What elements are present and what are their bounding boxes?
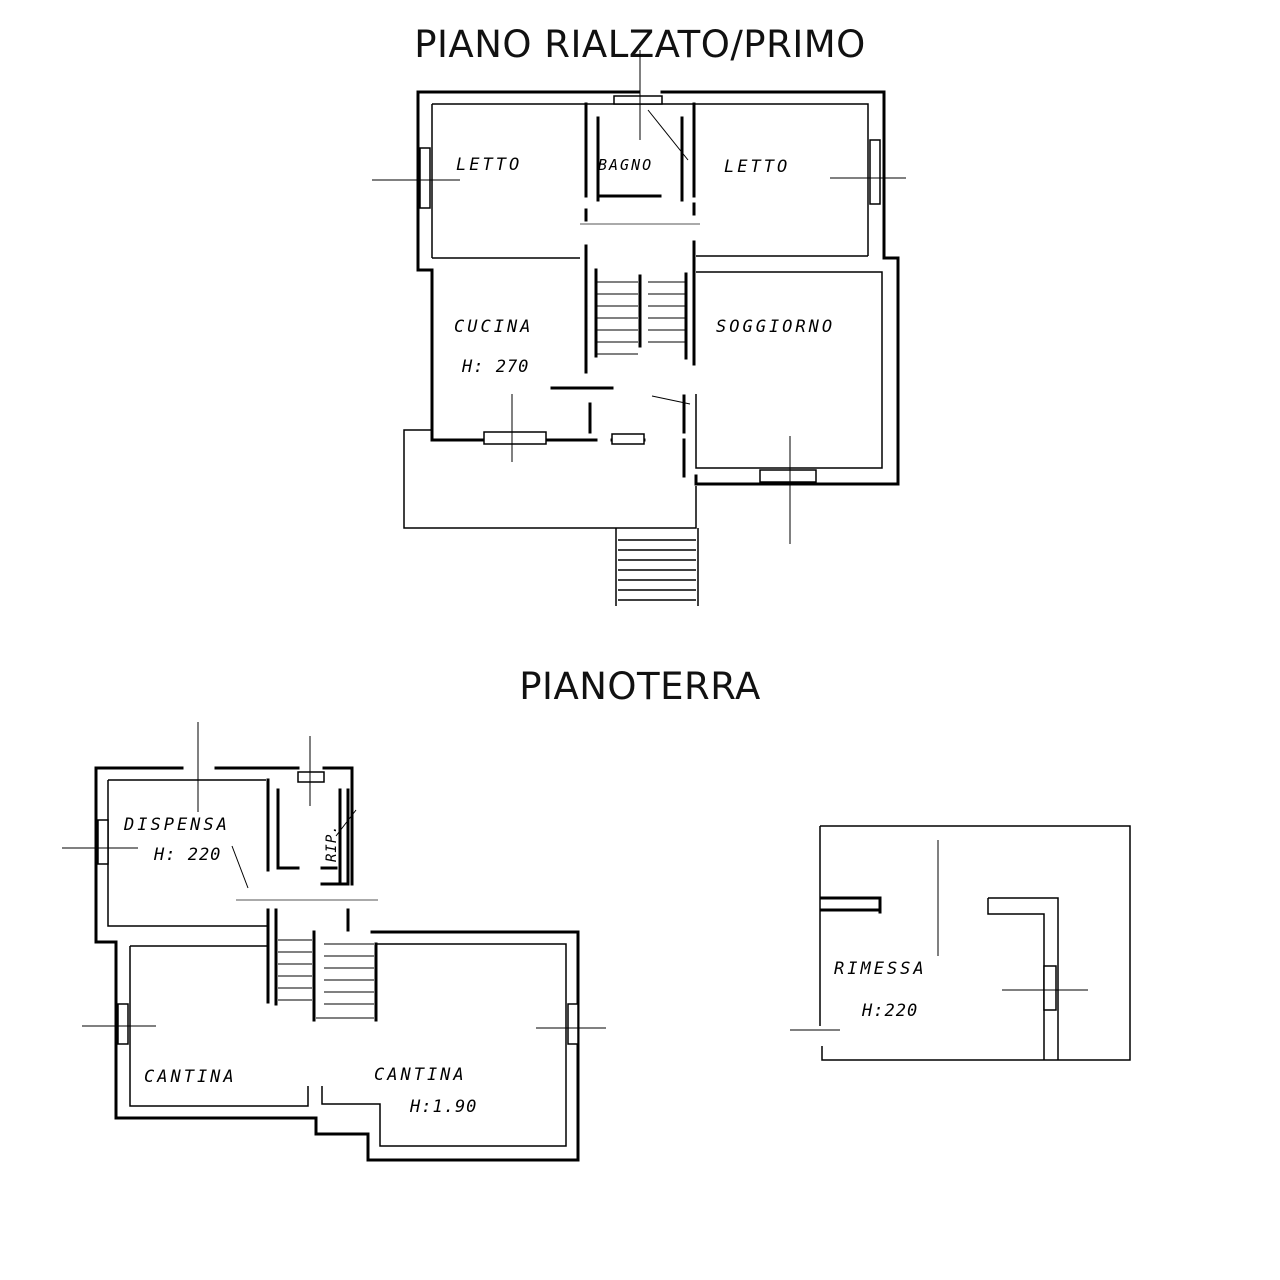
room-label-rimessa: RIMESSA: [834, 959, 927, 979]
room-label-cantina-left: CANTINA: [144, 1067, 237, 1087]
corridor-walls: [584, 240, 696, 374]
terrace-outline: [403, 429, 697, 529]
dispensa-door-swing: [231, 845, 249, 889]
room-label-rimessa-height: H:220: [861, 1001, 918, 1021]
ground-inner-outline: [107, 779, 567, 1147]
room-label-soggiorno: SOGGIORNO: [716, 317, 835, 337]
room-label-bagno: BAGNO: [598, 156, 653, 174]
bagno-window: [613, 95, 663, 105]
rip-window: [297, 771, 325, 783]
rip-door-swing: [335, 809, 357, 837]
ground-floor-plan: DISPENSA H: 220 RIP. CANTINA CANTINA H:1…: [62, 722, 606, 1162]
bagno-door-swing: [647, 109, 689, 161]
ground-stairs-walls: [266, 908, 378, 1022]
letto-right-window: [869, 139, 881, 205]
letto-left-window: [419, 147, 431, 209]
room-label-rip: RIP.: [324, 824, 340, 862]
bagno-walls: [584, 102, 696, 222]
cantina-right-window: [567, 1003, 579, 1045]
garage-partition-left: [820, 896, 882, 914]
ingresso-door-swing: [651, 395, 691, 405]
dispensa-window: [97, 819, 109, 865]
ingresso-walls: [588, 394, 686, 434]
upper-outer-wall: [416, 90, 900, 486]
room-label-cucina-height: H: 270: [461, 357, 529, 377]
ground-stairs: [278, 939, 374, 1019]
room-label-letto-left: LETTO: [456, 155, 522, 175]
front-steps: [615, 528, 699, 606]
room-label-dispensa: DISPENSA: [123, 815, 230, 835]
garage-plan: RIMESSA H:220: [790, 825, 1131, 1061]
upper-floor-plan: LETTO BAGNO LETTO CUCINA H: 270 SOGGIORN…: [372, 50, 906, 606]
cantina-left-window: [117, 1003, 129, 1045]
ground-floor-title: PIANOTERRA: [519, 665, 761, 708]
room-label-cucina: CUCINA: [454, 317, 533, 337]
ground-outer-wall: [94, 766, 580, 1162]
soggiorno-window: [759, 469, 817, 483]
rip-walls: [266, 778, 350, 886]
room-label-dispensa-height: H: 220: [153, 845, 221, 865]
room-label-cantina-right: CANTINA: [374, 1065, 467, 1085]
soggiorno-walls: [695, 271, 883, 469]
room-label-letto-right: LETTO: [724, 157, 790, 177]
upper-inner-outline: [431, 103, 869, 259]
upper-stairs: [596, 281, 686, 355]
garage-window: [1043, 965, 1057, 1011]
garage-outline: [819, 825, 1131, 1061]
room-label-cantina-height: H:1.90: [409, 1097, 477, 1117]
cucina-window: [483, 431, 547, 445]
ingresso-window: [611, 433, 645, 445]
